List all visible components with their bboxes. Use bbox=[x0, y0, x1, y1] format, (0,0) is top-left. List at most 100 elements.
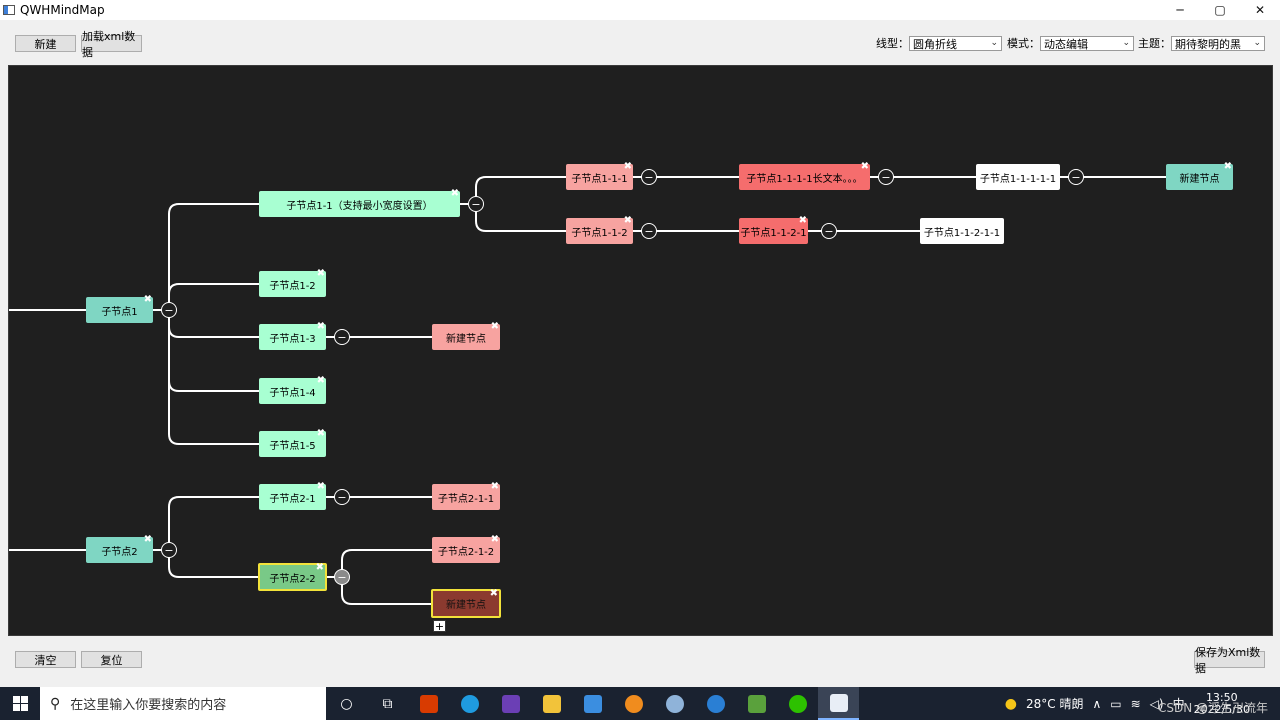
collapse-toggle-icon[interactable]: − bbox=[334, 569, 350, 585]
mindmap-node[interactable]: 子节点1-1-1-1-1 bbox=[976, 164, 1060, 190]
clock-time: 13:50 bbox=[1205, 690, 1238, 704]
mindmap-node[interactable]: 子节点1-1（支持最小宽度设置） ✖ bbox=[259, 188, 460, 217]
delete-node-icon[interactable]: ✖ bbox=[490, 534, 499, 545]
collapse-toggle-icon[interactable]: − bbox=[1068, 169, 1084, 185]
wechat-icon[interactable] bbox=[777, 687, 818, 720]
mindmap-node[interactable]: 子节点1-1-1-1长文本。。。 ✖ bbox=[739, 161, 870, 190]
delete-node-icon[interactable]: ✖ bbox=[316, 428, 325, 439]
mindmap-node-editing[interactable]: 新建节点 ✖ bbox=[431, 589, 501, 618]
mindmap-node[interactable]: 新建节点 ✖ bbox=[432, 321, 500, 350]
delete-node-icon[interactable]: ✖ bbox=[623, 161, 632, 172]
clock[interactable]: 13:50 2022/5/30 bbox=[1193, 690, 1250, 716]
clock-date: 2022/5/30 bbox=[1193, 702, 1250, 716]
mindmap-node[interactable]: 子节点1-2 ✖ bbox=[259, 268, 326, 297]
collapse-toggle-icon[interactable]: − bbox=[641, 223, 657, 239]
minimize-button[interactable]: ─ bbox=[1176, 3, 1184, 17]
delete-node-icon[interactable]: ✖ bbox=[490, 321, 499, 332]
mindmap-node[interactable]: 子节点1-1-2 ✖ bbox=[566, 215, 633, 244]
chevron-up-icon[interactable]: ∧ bbox=[1092, 696, 1102, 711]
node-label: 子节点1-1-1 bbox=[571, 173, 628, 185]
node-label: 子节点1 bbox=[101, 306, 138, 318]
office-icon[interactable] bbox=[408, 687, 449, 720]
close-button[interactable]: ✕ bbox=[1254, 3, 1266, 17]
delete-node-icon[interactable]: ✖ bbox=[860, 161, 869, 172]
reset-button[interactable]: 复位 bbox=[81, 651, 142, 668]
mode-select[interactable]: 动态编辑 ⌄ bbox=[1040, 36, 1134, 51]
node-label: 子节点1-1-1-1长文本。。。 bbox=[746, 173, 863, 185]
edge-icon[interactable] bbox=[449, 687, 490, 720]
remote-icon[interactable] bbox=[695, 687, 736, 720]
save-xml-button[interactable]: 保存为Xml数据 bbox=[1194, 646, 1265, 675]
window-title: QWHMindMap bbox=[20, 3, 105, 17]
delete-node-icon[interactable]: ✖ bbox=[143, 294, 152, 305]
weather-text[interactable]: 28°C 晴朗 bbox=[1025, 697, 1084, 711]
mindmap-node[interactable]: 子节点2-1 ✖ bbox=[259, 481, 326, 510]
mindmap-node[interactable]: 子节点2-1-1 ✖ bbox=[432, 481, 500, 510]
collapse-toggle-icon[interactable]: − bbox=[334, 489, 350, 505]
store-icon[interactable] bbox=[572, 687, 613, 720]
visual-studio-icon[interactable] bbox=[490, 687, 531, 720]
collapse-toggle-icon[interactable]: − bbox=[821, 223, 837, 239]
delete-node-icon[interactable]: ✖ bbox=[623, 215, 632, 226]
windows-logo-icon bbox=[12, 696, 28, 711]
chevron-down-icon: ⌄ bbox=[1253, 38, 1261, 48]
ime-indicator[interactable]: 中 bbox=[1172, 697, 1185, 711]
task-view-icon[interactable]: ⧉ bbox=[382, 695, 393, 712]
image-viewer-icon[interactable] bbox=[736, 687, 777, 720]
delete-node-icon[interactable]: ✖ bbox=[316, 481, 325, 492]
mindmap-node-selected[interactable]: 子节点2-2 ✖ bbox=[258, 563, 327, 591]
mindmap-node[interactable]: 子节点1-3 ✖ bbox=[259, 321, 326, 350]
mindmap-node[interactable]: 子节点1 ✖ bbox=[86, 294, 153, 323]
mindmap-node[interactable]: 子节点2 ✖ bbox=[86, 534, 153, 563]
node-label: 新建节点 bbox=[1179, 173, 1220, 185]
mindmap-canvas[interactable]: 子节点1 ✖ − 子节点2 ✖ − 子节点1-1（支持最小宽度设置） ✖ − 子… bbox=[8, 65, 1273, 636]
delete-node-icon[interactable]: ✖ bbox=[316, 268, 325, 279]
qwhmindmap-taskbar-icon[interactable] bbox=[818, 687, 859, 720]
delete-node-icon[interactable]: ✖ bbox=[490, 481, 499, 492]
file-explorer-icon[interactable] bbox=[531, 687, 572, 720]
clear-button[interactable]: 清空 bbox=[15, 651, 76, 668]
node-label: 子节点1-4 bbox=[269, 387, 316, 399]
theme-select[interactable]: 期待黎明的黑 ⌄ bbox=[1171, 36, 1265, 51]
collapse-toggle-icon[interactable]: − bbox=[878, 169, 894, 185]
collapse-toggle-icon[interactable]: − bbox=[161, 302, 177, 318]
paint-icon[interactable] bbox=[654, 687, 695, 720]
delete-node-icon[interactable]: ✖ bbox=[316, 321, 325, 332]
chevron-down-icon: ⌄ bbox=[1122, 38, 1130, 48]
add-child-icon[interactable]: + bbox=[433, 619, 446, 633]
mindmap-node[interactable]: 子节点1-1-1 ✖ bbox=[566, 161, 633, 190]
delete-node-icon[interactable]: ✖ bbox=[143, 534, 152, 545]
line-type-select[interactable]: 圆角折线 ⌄ bbox=[909, 36, 1002, 51]
collapse-toggle-icon[interactable]: − bbox=[334, 329, 350, 345]
cortana-icon[interactable]: ○ bbox=[340, 695, 353, 712]
start-button[interactable] bbox=[0, 687, 40, 720]
battery-icon[interactable]: ▭ bbox=[1110, 696, 1122, 711]
mindmap-node[interactable]: 子节点1-5 ✖ bbox=[259, 428, 326, 457]
new-button[interactable]: 新建 bbox=[15, 35, 76, 52]
node-label: 子节点2-1 bbox=[269, 493, 316, 505]
mindmap-node[interactable]: 子节点1-1-2-1-1 bbox=[920, 218, 1004, 244]
delete-node-icon[interactable]: ✖ bbox=[1223, 161, 1232, 172]
volume-icon[interactable]: ◁) bbox=[1149, 696, 1164, 711]
collapse-toggle-icon[interactable]: − bbox=[641, 169, 657, 185]
collapse-toggle-icon[interactable]: − bbox=[468, 196, 484, 212]
mindmap-node[interactable]: 新建节点 ✖ bbox=[1166, 161, 1233, 190]
collapse-toggle-icon[interactable]: − bbox=[161, 542, 177, 558]
mindmap-node[interactable]: 子节点2-1-2 ✖ bbox=[432, 534, 500, 563]
load-xml-button[interactable]: 加载xml数据 bbox=[81, 30, 142, 59]
watermark-text: CSDN @浮生卍流年 bbox=[1157, 701, 1268, 715]
delete-node-icon[interactable]: ✖ bbox=[798, 215, 807, 226]
node-label: 子节点1-2 bbox=[269, 280, 316, 292]
delete-node-icon[interactable]: ✖ bbox=[450, 188, 459, 199]
wifi-icon[interactable]: ≋ bbox=[1130, 696, 1141, 711]
mindmap-node[interactable]: 子节点1-1-2-1 ✖ bbox=[739, 215, 808, 244]
taskbar-search[interactable]: ⚲ 在这里输入你要搜索的内容 bbox=[40, 687, 326, 720]
delete-node-icon[interactable]: ✖ bbox=[489, 588, 498, 599]
search-tool-icon[interactable] bbox=[613, 687, 654, 720]
mindmap-node[interactable]: 子节点1-4 ✖ bbox=[259, 375, 326, 404]
mode-label: 模式： bbox=[1007, 37, 1040, 50]
delete-node-icon[interactable]: ✖ bbox=[315, 562, 324, 573]
delete-node-icon[interactable]: ✖ bbox=[316, 375, 325, 386]
node-label: 子节点1-1-2-1 bbox=[740, 227, 807, 239]
maximize-button[interactable]: ▢ bbox=[1214, 3, 1226, 17]
